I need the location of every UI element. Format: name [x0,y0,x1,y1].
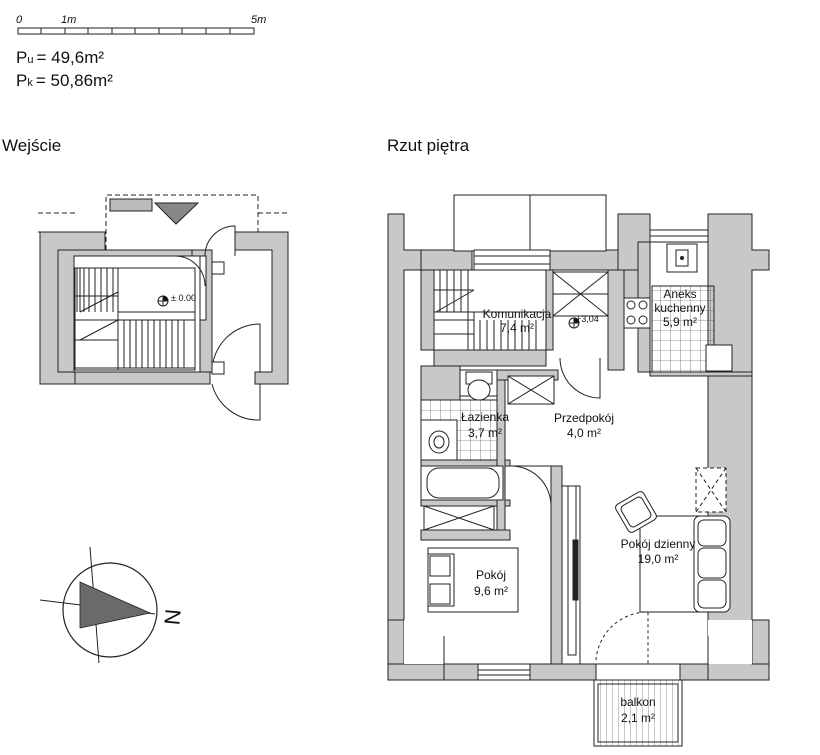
room-przedpokoj-name: Przedpokój [554,411,614,425]
area-summary: Pu= 49,6m² Pk= 50,86m² [16,48,113,90]
compass-icon [39,546,158,664]
room-komunikacja-area: 7,4 m² [500,321,534,335]
room-aneks-name-1: Aneks [663,287,696,301]
scale-label-five: 5m [251,14,266,26]
room-lazienka-area: 3,7 m² [468,426,502,440]
room-lazienka-name: Łazienka [461,410,509,424]
room-przedpokoj-area: 4,0 m² [567,426,601,440]
total-area-line: Pk= 50,86m² [16,71,113,90]
room-komunikacja-name: Komunikacja [483,307,552,321]
room-pokoj-name: Pokój [476,568,506,582]
entrance-section-title: Wejście [2,136,61,155]
floor-section-title: Rzut piętra [387,136,470,155]
room-aneks-area: 5,9 m² [663,315,697,329]
room-balkon-area: 2,1 m² [621,711,655,725]
room-labels: +3,04 Komunikacja 7,4 m² Aneks kuchenny … [461,287,706,725]
floor-level: +3,04 [576,314,599,324]
usable-area-line: Pu= 49,6m² [16,48,104,67]
room-aneks-name-2: kuchenny [654,301,705,315]
scale-label-one: 1m [61,14,76,26]
entrance-plan [38,194,289,421]
room-dzienny-area: 19,0 m² [638,552,679,566]
scale-label-zero: 0 [16,14,23,26]
scale-bar: 0 1m 5m [16,14,266,35]
room-pokoj-area: 9,6 m² [474,584,508,598]
entrance-level: ± 0.00 [171,293,196,303]
floor-plan-drawing [387,194,770,747]
room-balkon-name: balkon [620,695,655,709]
room-dzienny-name: Pokój dzienny [621,537,696,551]
compass-north-label: N [159,608,185,626]
